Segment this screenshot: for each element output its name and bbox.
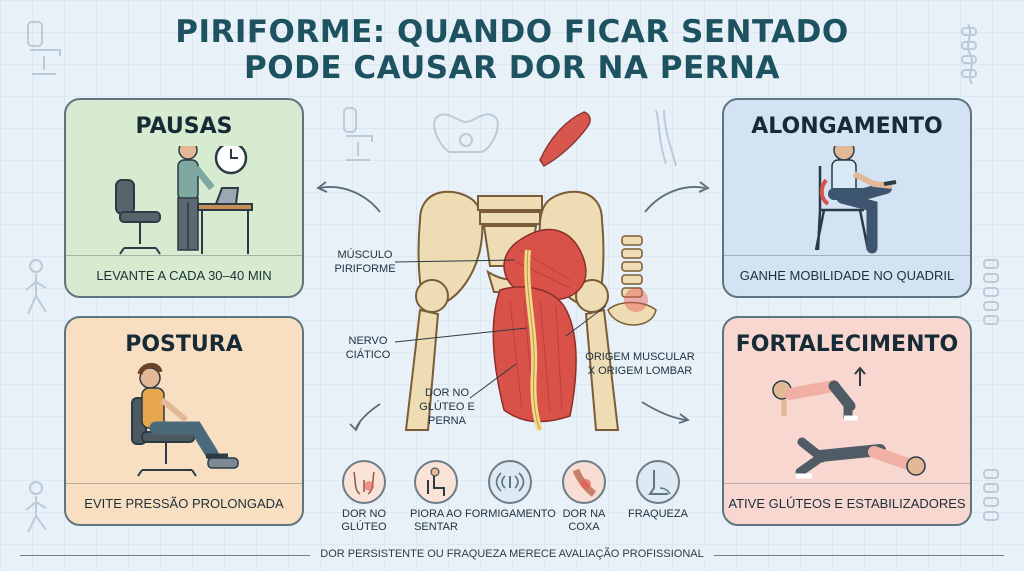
- card-heading: PAUSAS: [135, 114, 233, 139]
- footer-text: DOR PERSISTENTE OU FRAQUEZA MERECE AVALI…: [314, 548, 710, 560]
- flow-arrows: [316, 181, 710, 432]
- card-postura: POSTURA EVITE PRESSÃO PROLONGADA: [64, 316, 304, 526]
- footer-note: DOR PERSISTENTE OU FRAQUEZA MERECE AVALI…: [20, 548, 1004, 562]
- spine-icon: [961, 23, 977, 85]
- standing-desk-illustration: [115, 146, 253, 255]
- seated-person-figure: [137, 363, 219, 461]
- glute-bridge-figure-1: [772, 380, 858, 421]
- standing-person-figure: [177, 146, 215, 251]
- card-caption: GANHE MOBILIDADE NO QUADRIL: [724, 255, 970, 296]
- stretching-person-figure: [828, 146, 897, 254]
- bridge-exercise-illustration: [772, 366, 926, 479]
- card-caption: EVITE PRESSÃO PROLONGADA: [66, 483, 302, 524]
- card-heading: FORTALECIMENTO: [735, 332, 959, 357]
- weak-foot-icon: [636, 460, 680, 504]
- desk-icon: [197, 187, 253, 254]
- gluteus-pain-icon: [342, 460, 386, 504]
- card-pausas: PAUSAS LEVANTE A CADA 30–40 MIN: [64, 98, 304, 298]
- card-fortalecimento: FORTALECIMENTO ATIVE GLÚTEOS E ESTABILIZ…: [722, 316, 972, 526]
- card-caption: LEVANTE A CADA 30–40 MIN: [66, 255, 302, 296]
- lumbar-spine-inset: [607, 235, 657, 326]
- seated-stretch-illustration: [814, 146, 897, 254]
- clock-icon: [214, 146, 248, 175]
- footrest-icon: [206, 453, 239, 469]
- title-line-2: PODE CAUSAR DOR NA PERNA: [244, 50, 780, 86]
- tingling-icon: [488, 460, 532, 504]
- thigh-pain-icon: [562, 460, 606, 504]
- pelvis-icon: [433, 113, 499, 153]
- chair-icon: [814, 166, 870, 251]
- symptom-label: FORMIGAMENTO: [465, 508, 556, 520]
- seated-posture-illustration: [131, 363, 239, 477]
- spine-icon: [983, 469, 999, 521]
- walking-figure-icon: [25, 481, 47, 533]
- card-heading: POSTURA: [125, 332, 243, 357]
- title-line-1: PIRIFORME: QUANDO FICAR SENTADO: [175, 14, 849, 50]
- muscle-icon: [539, 111, 591, 167]
- walking-figure-icon: [25, 259, 47, 315]
- spine-icon: [983, 259, 999, 325]
- glute-bridge-figure-2: [795, 437, 926, 479]
- card-alongamento: ALONGAMENTO GANHE MOBILIDADE NO QUADRIL: [722, 98, 972, 298]
- chair-icon: [343, 107, 373, 161]
- office-chair-icon: [115, 179, 161, 255]
- card-heading: ALONGAMENTO: [751, 114, 943, 139]
- page-title: PIRIFORME: QUANDO FICAR SENTADO PODE CAU…: [0, 14, 1024, 86]
- symptom-label: FRAQUEZA: [628, 508, 688, 520]
- sitting-icon: [414, 460, 458, 504]
- piriformis-muscle: [492, 229, 587, 423]
- chair-icon: [27, 21, 61, 75]
- card-caption: ATIVE GLÚTEOS E ESTABILIZADORES: [724, 483, 970, 524]
- leg-nerve-icon: [655, 109, 677, 167]
